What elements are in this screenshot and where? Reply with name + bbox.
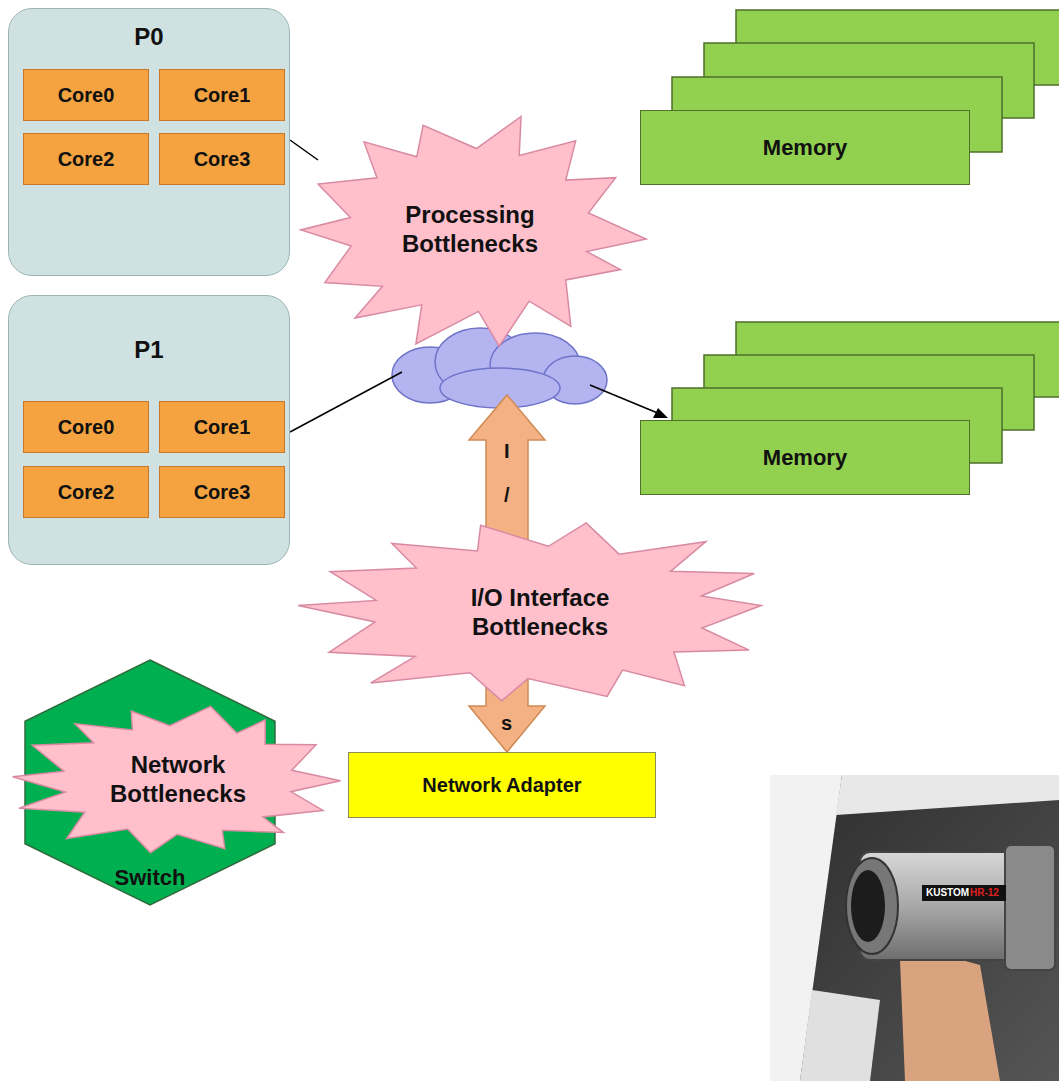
core-box: Core1	[159, 401, 285, 453]
node-label: Memory	[763, 445, 847, 471]
core-box: Core2	[23, 466, 149, 518]
memory-card: Memory	[640, 420, 970, 495]
bottleneck-starburst: I/O Interface Bottlenecks	[295, 515, 785, 710]
node-label: Memory	[763, 135, 847, 161]
node-label: Core0	[58, 416, 115, 439]
device-label: HR-12	[970, 887, 999, 898]
node-label: Core0	[58, 84, 115, 107]
arrow-label: I	[504, 440, 510, 463]
node-label: Processing Bottlenecks	[385, 201, 555, 259]
bottleneck-starburst: Network Bottlenecks	[8, 700, 348, 860]
node-label: Network Bottlenecks	[98, 751, 258, 809]
arrow-label: s	[501, 712, 512, 735]
node-label: Core3	[194, 148, 251, 171]
radar-photo	[770, 775, 1059, 1081]
device-label: KUSTOM	[926, 887, 969, 898]
network-adapter-box: Network Adapter	[348, 752, 656, 818]
node-label: Switch	[25, 865, 275, 891]
core-box: Core2	[23, 133, 149, 185]
node-label: Core2	[58, 148, 115, 171]
node-label: Core3	[194, 481, 251, 504]
core-box: Core0	[23, 401, 149, 453]
processor-box: P1Core0 Core1Core2 Core3	[8, 295, 290, 565]
processor-box: P0Core0 Core1Core2 Core3	[8, 8, 290, 276]
core-box: Core3	[159, 466, 285, 518]
arrowhead	[653, 408, 668, 418]
node-label: I/O Interface Bottlenecks	[430, 584, 650, 642]
bottleneck-starburst: Processing Bottlenecks	[292, 110, 648, 350]
node-label: Core1	[194, 84, 251, 107]
node-label: Core2	[58, 481, 115, 504]
arrow-label: /	[504, 484, 510, 507]
core-box: Core0	[23, 69, 149, 121]
node-label: P1	[9, 336, 289, 364]
node-label: Core1	[194, 416, 251, 439]
core-box: Core3	[159, 133, 285, 185]
core-box: Core1	[159, 69, 285, 121]
memory-card: Memory	[640, 110, 970, 185]
node-label: Network Adapter	[422, 774, 581, 797]
node-label: P0	[9, 23, 289, 51]
